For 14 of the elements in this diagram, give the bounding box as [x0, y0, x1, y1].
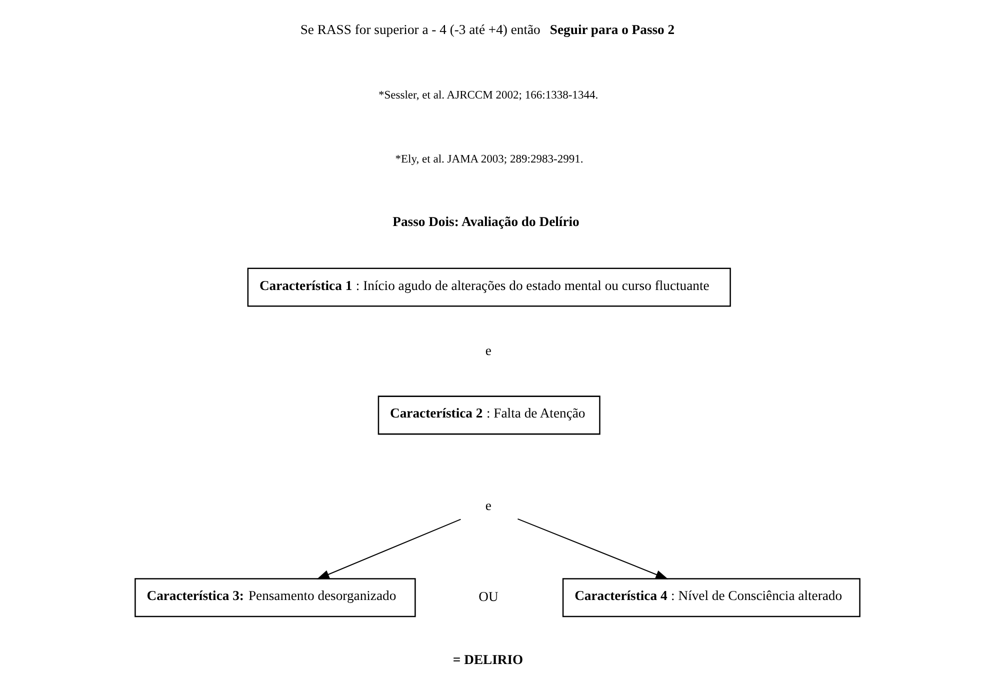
node-box: Característica 1: Início agudo de alterações do estado mental ou curso fluctuante [247, 268, 731, 307]
label: OU [478, 589, 498, 604]
node-box: Característica 4: Nível de Consciência alterado [562, 578, 860, 618]
label: Se RASS for superior a - 4 (-3 até +4) então Seguir para o Passo 2 [300, 22, 675, 37]
node-text: e [485, 498, 492, 513]
label: e [485, 342, 492, 358]
arrow [316, 518, 461, 580]
label: *Sessler, et al. AJRCCM 2002; 166:1338-1344. [378, 89, 598, 102]
node-box: Característica 2: Falta de Atenção [378, 396, 600, 435]
node-box: Característica 3: Pensamento desorganizado [134, 578, 416, 618]
label: *Ely, et al. JAMA 2003; 289:2983-2991. [395, 153, 584, 166]
label: = DELIRIO [452, 652, 524, 668]
arrow [518, 518, 668, 580]
label: Passo Dois: Avaliação do Delírio [392, 214, 580, 229]
